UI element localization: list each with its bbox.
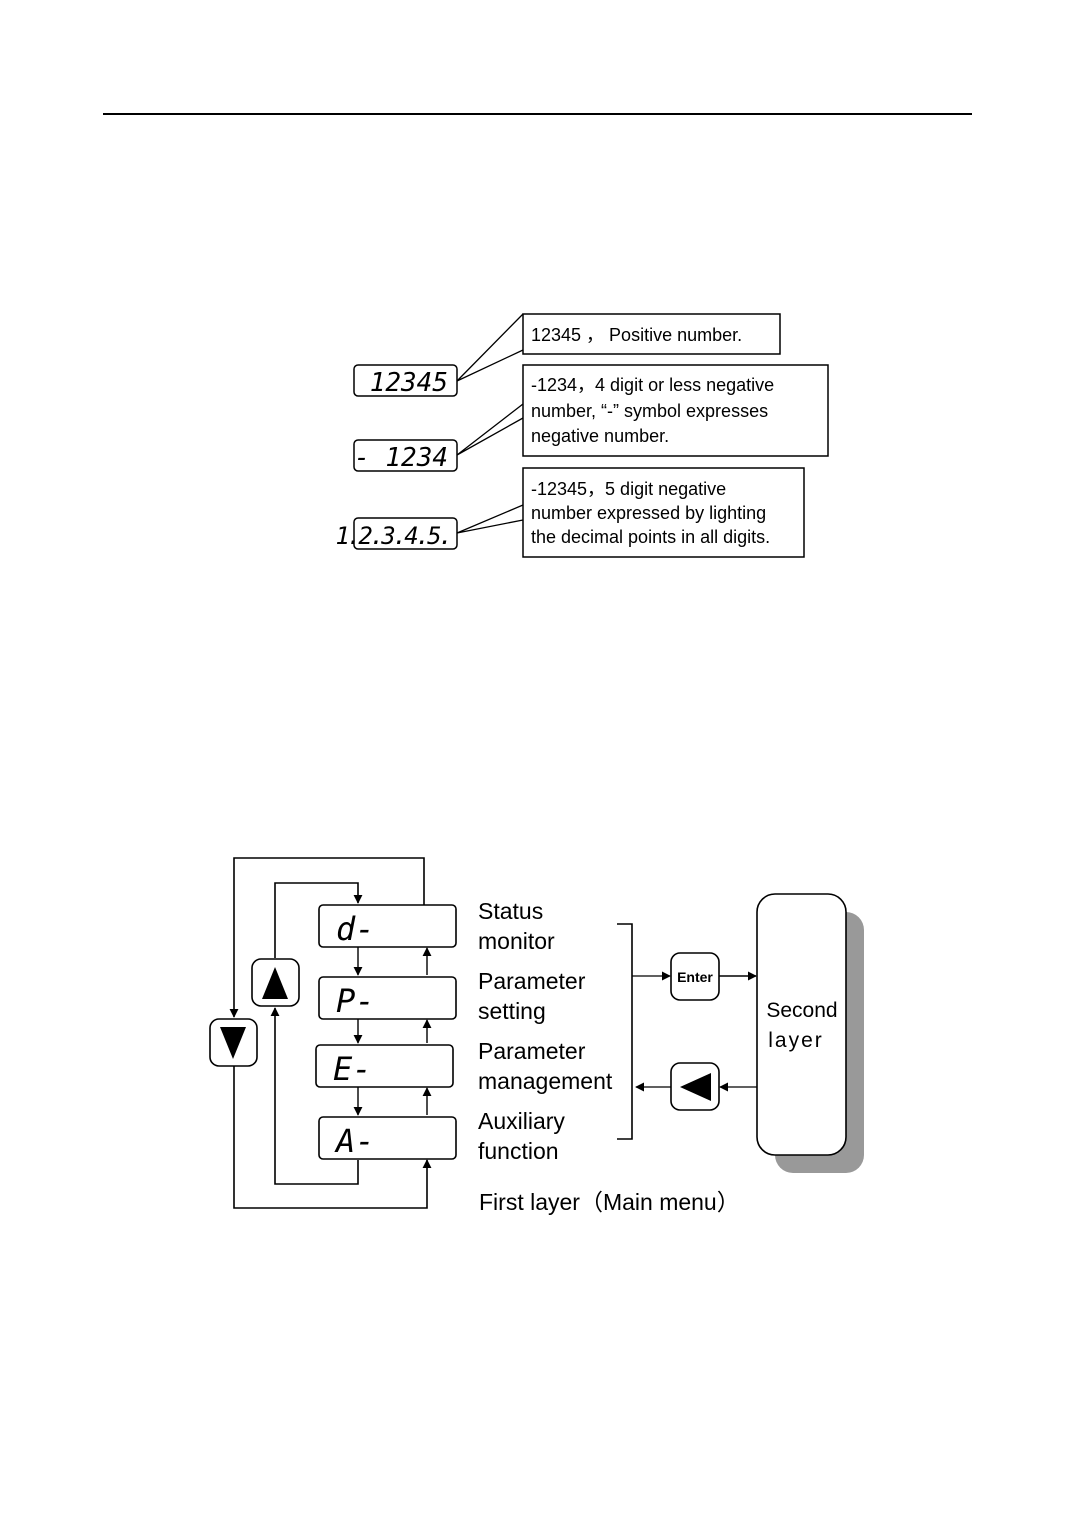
up-button[interactable] (251, 958, 300, 1007)
triangle-down-icon (220, 1027, 246, 1059)
label-monitor: monitor (478, 928, 555, 954)
callout-text-line-2: number, “-” symbol expresses (531, 401, 768, 421)
menu-display-parameter-setting[interactable]: P- (318, 976, 457, 1020)
bracket (617, 923, 633, 1140)
callout-text-line-1: -12345，5 digit negative (531, 479, 726, 499)
callout-box (522, 364, 829, 457)
menu-display-auxiliary-function[interactable]: A- (318, 1116, 457, 1160)
menu-code: E- (333, 1050, 372, 1088)
callout-leader (456, 504, 524, 534)
label-function: function (478, 1138, 559, 1164)
menu-code: d- (336, 910, 375, 948)
down-button[interactable] (209, 1018, 258, 1067)
callout-box (522, 467, 805, 558)
triangle-up-icon (262, 967, 288, 999)
second-layer-box[interactable]: Second layer (756, 893, 847, 1156)
menu-flow-diagram: d- P- E- A- Status monitor Parameter set… (209, 857, 864, 1215)
led-value: - 1234 (354, 443, 448, 473)
number-example-negative-5digit: 1.2.3.4.5. -12345，5 digit negative numbe… (336, 467, 805, 558)
number-example-negative-4digit: - 1234 -1234，4 digit or less negative nu… (353, 364, 829, 473)
enter-button[interactable]: Enter (670, 952, 720, 1001)
callout-text: 12345 ， Positive number. (531, 325, 742, 345)
number-example-positive: 12345 12345 ， Positive number. (353, 313, 781, 398)
callout-leader (456, 313, 524, 382)
led-value: 1.2.3.4.5. (336, 522, 451, 550)
menu-display-parameter-management[interactable]: E- (315, 1044, 454, 1088)
callout-text-line-3: the decimal points in all digits. (531, 527, 770, 547)
menu-code: A- (334, 1122, 375, 1160)
menu-display-status-monitor[interactable]: d- (318, 904, 457, 948)
header-divider (103, 113, 972, 115)
triangle-left-icon (680, 1073, 711, 1101)
label-management: management (478, 1068, 613, 1094)
callout-box (522, 313, 781, 355)
label-status: Status (478, 898, 543, 924)
connector-down-button-to-bottom (233, 1066, 432, 1209)
led-value: 12345 (370, 368, 448, 398)
second-layer-label-line-2: layer (768, 1029, 824, 1052)
label-parameter: Parameter (478, 968, 586, 994)
led-display (353, 439, 458, 472)
diagram-caption: First layer（Main menu） (479, 1189, 740, 1215)
connector-up-button-to-top (274, 882, 363, 958)
label-auxiliary: Auxiliary (478, 1108, 565, 1134)
led-display (353, 517, 458, 550)
label-setting: setting (478, 998, 546, 1024)
callout-leader (456, 403, 524, 456)
callout-text-line-2: number expressed by lighting (531, 503, 766, 523)
back-button[interactable] (670, 1062, 720, 1111)
label-parameter: Parameter (478, 1038, 586, 1064)
connector-top-to-down-button (229, 857, 425, 1018)
enter-label: Enter (677, 969, 713, 985)
callout-text-line-3: negative number. (531, 426, 669, 446)
connector-bottom-to-up-button (270, 1007, 359, 1185)
menu-code: P- (336, 982, 375, 1020)
callout-text-line-1: -1234，4 digit or less negative (531, 375, 774, 395)
second-layer-label-line-1: Second (766, 999, 837, 1022)
